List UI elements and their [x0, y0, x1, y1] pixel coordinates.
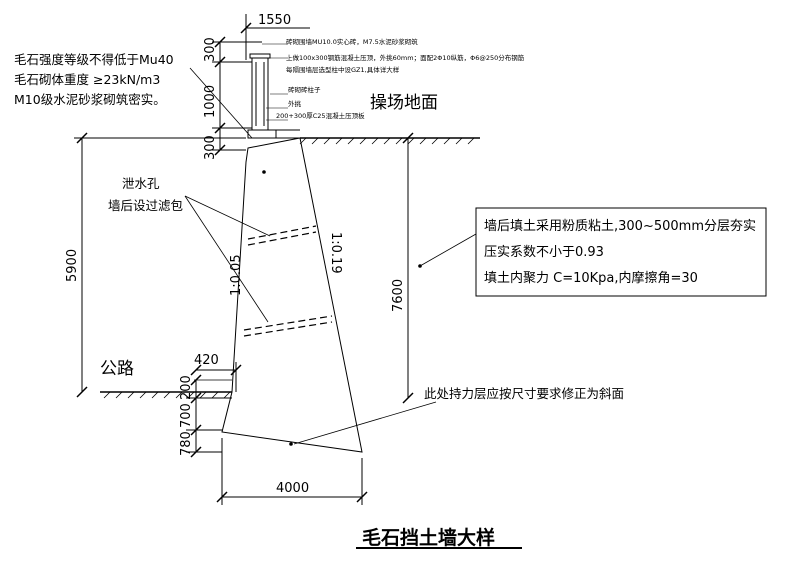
fence-note-5: 外挑 [288, 99, 302, 108]
dim-1000: 1000 [203, 85, 218, 118]
drain-holes [243, 225, 333, 337]
dim-780: 780 [179, 431, 194, 456]
road-hatch [103, 391, 231, 399]
fence-note-4: 砖砌砖柱子 [288, 85, 321, 94]
dim-700: 700 [179, 403, 194, 428]
backfill-note-box [475, 207, 767, 297]
leader-drain [184, 195, 271, 237]
backfill-note-2: 压实系数不小于0.93 [484, 245, 604, 260]
slope-front: 1:0.05 [229, 254, 244, 296]
backfill-note-3: 填土内聚力 C=10Kpa,内摩擦角=30 [484, 270, 698, 286]
road-label: 公路 [100, 359, 134, 379]
dim-7600: 7600 [391, 279, 406, 312]
note-stone-density: 毛石砌体重度 ≥23kN/m3 [14, 72, 160, 87]
drawing-title: 毛石挡土墙大样 [362, 526, 495, 549]
dim-420: 420 [194, 353, 219, 368]
pillar-cap [249, 53, 271, 59]
leader-material [189, 67, 253, 139]
playground-label: 操场地面 [370, 93, 438, 113]
brick-pillar [251, 57, 269, 131]
fence-note-1: 砖砌围墙MU10.0实心砖，M7.5水泥砂浆砌筑 [286, 37, 418, 46]
dim-4000: 4000 [276, 481, 309, 496]
leader-base [293, 401, 437, 445]
dim-200: 200 [179, 375, 194, 400]
drain-hole-label: 泄水孔 [122, 176, 160, 191]
dim-300-bottom: 300 [203, 135, 218, 160]
fence-note-3: 每隔围墙层选型柱中设GZ1,具体详大样 [286, 65, 400, 74]
note-mortar: M10级水泥砂浆砌筑密实。 [14, 92, 166, 107]
slope-back: 1:0.19 [328, 232, 343, 274]
playground-hatch [299, 137, 475, 145]
note-stone-strength: 毛石强度等级不得低于Mu40 [14, 52, 174, 67]
filter-bag-label: 墙后设过滤包 [108, 198, 183, 213]
dim-1550: 1550 [258, 13, 291, 28]
fence-note-2: 上做100x300钢筋混凝土压顶，外挑60mm；面配2Φ10纵筋，Φ6@250分… [286, 53, 525, 62]
dim-5900: 5900 [65, 249, 80, 282]
base-slope-note: 此处持力层应按尺寸要求修正为斜面 [424, 386, 624, 401]
leader-backfill [419, 233, 477, 267]
backfill-note-1: 墙后填土采用粉质粘土,300~500mm分层夯实 [484, 219, 756, 234]
concrete-cap-beam [247, 129, 277, 139]
fence-note-6: 200+300厚C25混凝土压顶板 [276, 111, 365, 120]
dim-300-top: 300 [203, 37, 218, 62]
